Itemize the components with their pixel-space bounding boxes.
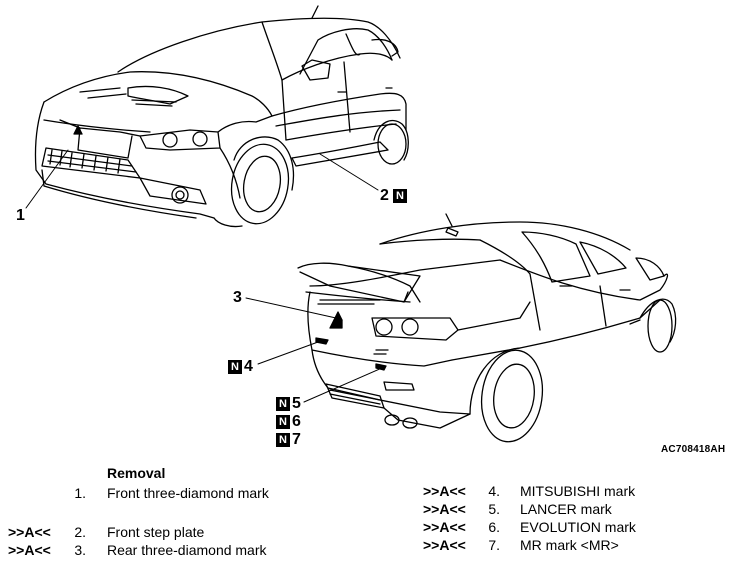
item-label: EVOLUTION mark bbox=[520, 519, 636, 535]
item-label: MITSUBISHI mark bbox=[520, 483, 636, 499]
list-item-1: 1. Front three-diamond mark bbox=[0, 485, 320, 501]
item-label: Rear three-diamond mark bbox=[107, 542, 267, 558]
front-car-illustration bbox=[25, 5, 409, 228]
callout-3: 3 bbox=[233, 289, 242, 306]
new-part-badge-2: N bbox=[393, 189, 407, 203]
item-number: 4. bbox=[488, 483, 500, 499]
callout-1: 1 bbox=[16, 207, 25, 224]
item-label: Front three-diamond mark bbox=[107, 485, 269, 501]
rear-car-illustration bbox=[245, 213, 677, 443]
item-number: 2. bbox=[74, 524, 86, 540]
item-label: LANCER mark bbox=[520, 501, 612, 517]
item-label: Front step plate bbox=[107, 524, 205, 540]
new-part-badge-7: N bbox=[276, 433, 290, 447]
list-item-6: >>A<< 6. EVOLUTION mark bbox=[420, 519, 720, 535]
reference-marker: >>A<< bbox=[423, 519, 466, 535]
reference-marker: >>A<< bbox=[423, 483, 466, 499]
item-number: 6. bbox=[488, 519, 500, 535]
item-number: 3. bbox=[74, 542, 86, 558]
list-item-4: >>A<< 4. MITSUBISHI mark bbox=[420, 483, 720, 499]
figure-id: AC708418AH bbox=[661, 444, 726, 455]
new-part-badge-5: N bbox=[276, 397, 290, 411]
new-part-badge-4: N bbox=[228, 360, 242, 374]
removal-title: Removal bbox=[107, 465, 166, 481]
new-part-badge-6: N bbox=[276, 415, 290, 429]
list-item-3: >>A<< 3. Rear three-diamond mark bbox=[0, 542, 320, 558]
reference-marker: >>A<< bbox=[423, 501, 466, 517]
callout-2: 2 bbox=[380, 187, 389, 204]
reference-marker: >>A<< bbox=[8, 542, 51, 558]
item-number: 5. bbox=[488, 501, 500, 517]
item-label: MR mark <MR> bbox=[520, 537, 619, 553]
callout-7: 7 bbox=[292, 431, 301, 448]
item-number: 1. bbox=[74, 485, 86, 501]
item-number: 7. bbox=[488, 537, 500, 553]
callout-5: 5 bbox=[292, 395, 301, 412]
callout-4: 4 bbox=[244, 358, 253, 375]
reference-marker: >>A<< bbox=[8, 524, 51, 540]
list-item-5: >>A<< 5. LANCER mark bbox=[420, 501, 720, 517]
reference-marker: >>A<< bbox=[423, 537, 466, 553]
list-item-7: >>A<< 7. MR mark <MR> bbox=[420, 537, 720, 553]
callout-6: 6 bbox=[292, 413, 301, 430]
list-item-2: >>A<< 2. Front step plate bbox=[0, 524, 320, 540]
